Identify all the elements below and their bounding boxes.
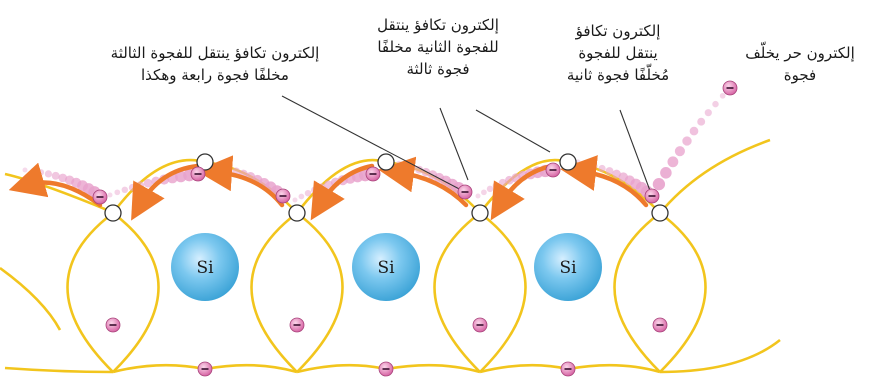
hole (560, 154, 576, 170)
hole (378, 154, 394, 170)
label-valence-third-hole: إلكترون تكافؤ ينتقل للفجوة الثانية مخلفً… (340, 14, 536, 80)
trail-dot (584, 161, 590, 167)
hole (289, 205, 305, 221)
trail-dot (38, 169, 44, 175)
bond-arc (615, 213, 661, 372)
label-valence-second-hole: إلكترون تكافؤ ينتقل للفجوة مُخلّفًا فجوة… (548, 20, 688, 86)
trail-dot (114, 189, 120, 195)
bond-arc (480, 365, 568, 372)
trail-dot (481, 189, 487, 195)
trail-dot (58, 174, 67, 183)
bond-arc (568, 365, 660, 372)
bond-arc (297, 365, 386, 372)
bond-arc (0, 268, 60, 330)
electron (276, 189, 290, 203)
trail-dot (23, 168, 28, 173)
trail-dot (675, 146, 685, 156)
trail-dot (599, 165, 606, 172)
bond-arc (68, 213, 114, 372)
trail-dot (493, 182, 500, 189)
trail-dot (591, 163, 597, 169)
trail-dot (653, 178, 665, 190)
electron (366, 167, 380, 181)
leader-line (476, 110, 550, 152)
trail-dot (30, 168, 36, 174)
trail-dot (667, 156, 678, 167)
trail-dot (311, 187, 318, 194)
trail-dot (499, 179, 507, 187)
hole (472, 205, 488, 221)
silicon-atom: Si (352, 233, 420, 301)
label-free-electron: إلكترون حر يخلّف فجوة (720, 42, 880, 86)
leader-line (440, 108, 468, 180)
electron (379, 362, 393, 376)
trail-dot (129, 184, 136, 191)
trail-dot (318, 183, 326, 191)
electron (645, 189, 659, 203)
trail-dot (136, 181, 144, 189)
electron (473, 318, 487, 332)
trail-dot (690, 127, 699, 136)
trail-dot (293, 198, 298, 203)
electron (191, 167, 205, 181)
trail-dot (612, 170, 621, 179)
trail-dot (682, 136, 691, 145)
trail-dot (476, 194, 481, 199)
trail-dot (299, 194, 305, 200)
hole (652, 205, 668, 221)
trail-dot (305, 190, 311, 196)
bond-arc (660, 340, 780, 372)
atom-label: Si (559, 258, 577, 278)
trail-dot (108, 193, 113, 198)
electron (93, 190, 107, 204)
electron (290, 318, 304, 332)
bond-arc (205, 365, 297, 372)
silicon-atoms: Si Si Si (171, 233, 602, 301)
trail-dot (402, 162, 408, 168)
trail-dot (720, 93, 726, 99)
bond-arc (113, 213, 159, 372)
trail-dot (606, 167, 614, 175)
electron (458, 185, 472, 199)
electron (198, 362, 212, 376)
bond-arc (297, 213, 343, 372)
electron (546, 163, 560, 177)
bond-arc (435, 213, 481, 372)
hole (105, 205, 121, 221)
trail-dot (487, 186, 493, 192)
bond-arc (5, 368, 113, 372)
trail-dot (712, 101, 718, 107)
electron (561, 362, 575, 376)
trail-dot (705, 109, 712, 116)
trail-dot (396, 161, 402, 167)
trail-dot (218, 164, 224, 170)
bond-arc (113, 365, 205, 372)
trail-dot (52, 172, 60, 180)
atom-label: Si (377, 258, 395, 278)
label-valence-fourth-hole: إلكترون تكافؤ ينتقل للفجوة الثالثة مخلفً… (70, 42, 360, 86)
silicon-atom: Si (534, 233, 602, 301)
silicon-atom: Si (171, 233, 239, 301)
bond-arc (386, 365, 480, 372)
atom-label: Si (196, 258, 214, 278)
trail-dot (45, 170, 52, 177)
trail-dot (122, 187, 128, 193)
bond-arc (252, 213, 298, 372)
trail-dot (697, 118, 705, 126)
trail-dot (660, 167, 672, 179)
electron (653, 318, 667, 332)
bond-arc (660, 213, 706, 372)
electron (106, 318, 120, 332)
bond-arc (480, 213, 526, 372)
